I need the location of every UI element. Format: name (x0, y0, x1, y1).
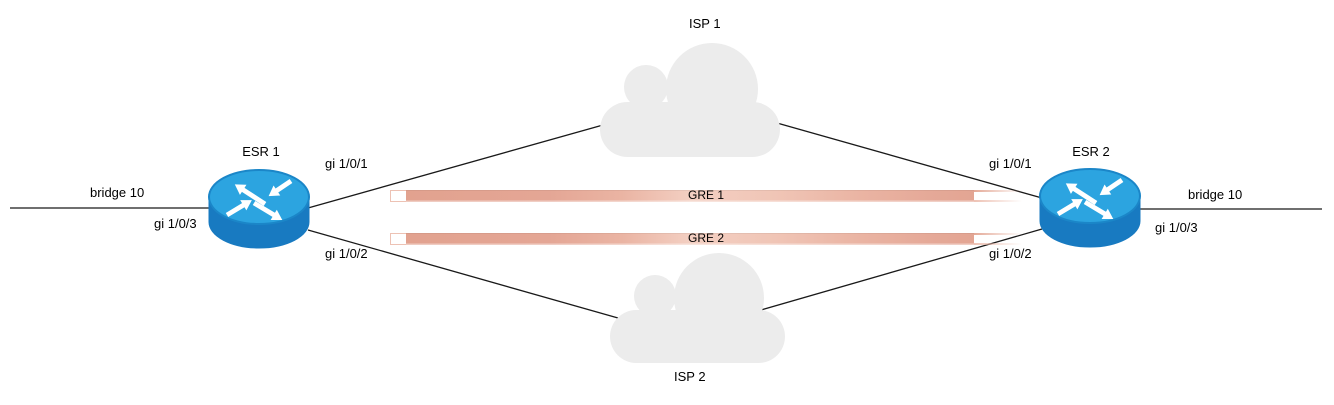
esr2-router (1039, 168, 1141, 248)
gre1-label: GRE 1 (687, 188, 724, 202)
gre1-pipe-right-opening (974, 190, 1022, 202)
esr2-gi102-label: gi 1/0/2 (989, 246, 1032, 261)
router-arrows-icon (225, 179, 293, 220)
cloud-bump-small (624, 65, 668, 109)
router-arrows-icon (1056, 178, 1124, 219)
gre2-label: GRE 2 (687, 231, 724, 245)
esr2-label: ESR 2 (1072, 144, 1110, 159)
bridge10-left-label: bridge 10 (90, 185, 145, 200)
router-top (208, 169, 310, 225)
gre2-pipe-body (406, 233, 974, 245)
cloud-base (610, 310, 785, 363)
esr1-gi103-label: gi 1/0/3 (154, 216, 197, 231)
esr1-label: ESR 1 (242, 144, 280, 159)
isp1-label: ISP 1 (689, 16, 721, 31)
gre2-tunnel-pipe: GRE 2 (390, 231, 1022, 245)
link-isp2-esr2 (760, 228, 1043, 311)
gre1-pipe-body (406, 190, 974, 202)
link-isp1-esr2 (776, 122, 1043, 199)
gre1-tunnel-pipe: GRE 1 (390, 188, 1022, 202)
gre2-pipe-left-opening (390, 233, 406, 245)
gre1-pipe-left-opening (390, 190, 406, 202)
gre2-pipe-right-opening (974, 233, 1022, 245)
isp2-label: ISP 2 (674, 369, 706, 384)
esr2-gi101-label: gi 1/0/1 (989, 156, 1032, 171)
router-top (1039, 168, 1141, 224)
link-esr1-isp1 (307, 124, 604, 209)
isp1-cloud (600, 43, 780, 157)
link-esr1-isp2 (307, 229, 619, 319)
esr1-gi101-label: gi 1/0/1 (325, 156, 368, 171)
bridge10-right-label: bridge 10 (1188, 187, 1243, 202)
esr2-gi103-label: gi 1/0/3 (1155, 220, 1198, 235)
esr1-router (208, 169, 310, 249)
esr1-gi102-label: gi 1/0/2 (325, 246, 368, 261)
cloud-base (600, 102, 780, 157)
cloud-bump-small (634, 275, 676, 317)
isp2-cloud (610, 253, 785, 363)
